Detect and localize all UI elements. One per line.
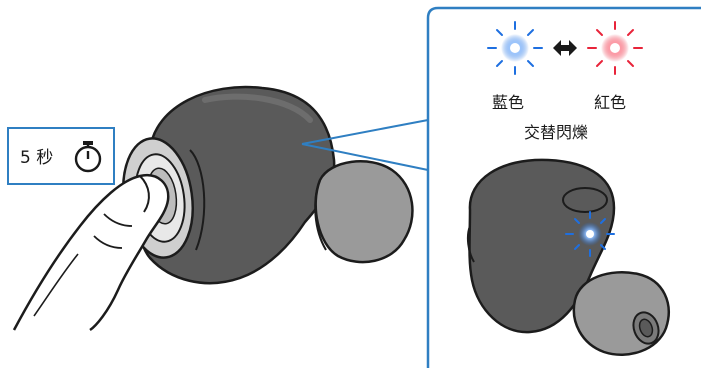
double-arrow-icon — [553, 40, 577, 56]
color-a-label: 藍色 — [492, 93, 524, 112]
blue-led-indicator — [488, 22, 542, 74]
timer-callout: 5 秒 — [8, 128, 114, 184]
timer-label: 5 秒 — [20, 148, 53, 168]
color-b-label: 紅色 — [594, 93, 626, 112]
ear-tip — [316, 161, 413, 262]
red-led-indicator — [588, 22, 642, 74]
sensor-window — [563, 188, 607, 212]
detail-earbud — [468, 160, 669, 355]
blink-caption: 交替閃爍 — [524, 123, 588, 142]
